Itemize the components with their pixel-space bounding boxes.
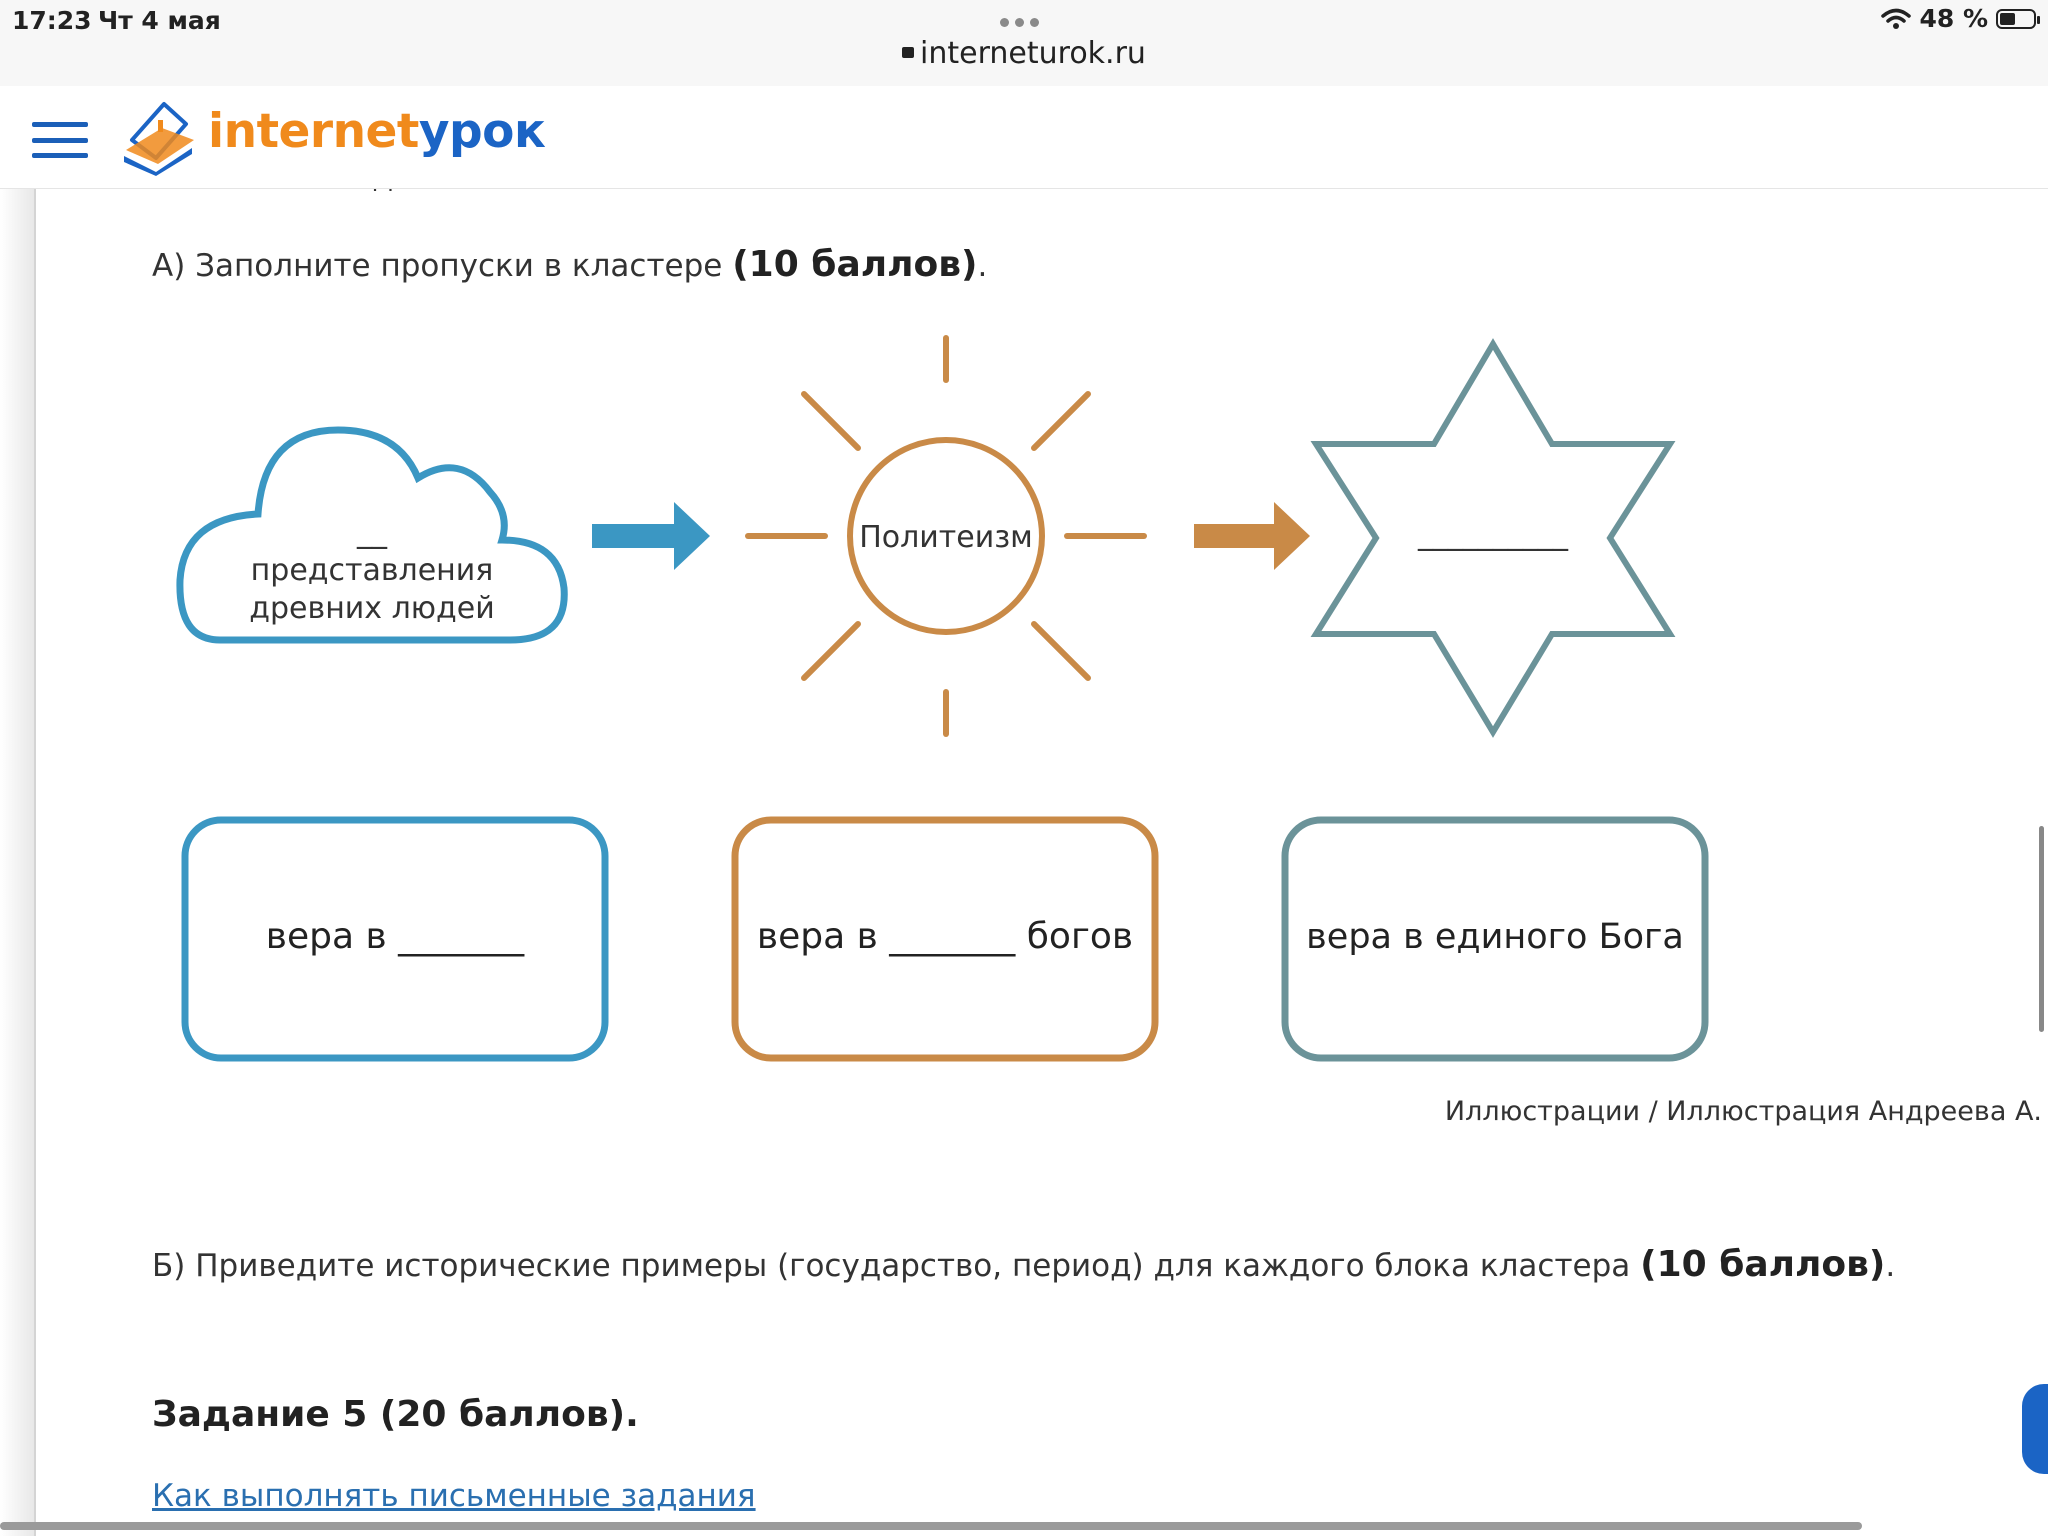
sun-label: Политеизм xyxy=(859,520,1033,555)
star-shape xyxy=(1310,338,1676,738)
box-orange-text: вера в _______ богов xyxy=(757,916,1133,957)
task-b-points: (10 баллов) xyxy=(1640,1244,1886,1285)
box-orange xyxy=(731,816,1159,1062)
vertical-scrollbar[interactable] xyxy=(2039,826,2044,1032)
site-header: internetурок xyxy=(0,86,2048,189)
battery-percent: 48 % xyxy=(1919,4,1988,33)
logo-icon[interactable] xyxy=(120,100,200,176)
star-blank: __________ xyxy=(1417,517,1569,552)
more-dots-icon[interactable] xyxy=(1000,18,1039,27)
status-time: 17:23 xyxy=(12,6,92,35)
status-bar: 17:23 Чт 4 мая interneturok.ru 48 % xyxy=(0,0,2048,87)
sun-shape xyxy=(745,335,1147,737)
cloud-label-line2: древних людей xyxy=(249,591,494,626)
box-teal xyxy=(1281,816,1709,1062)
cloud-blank: __ xyxy=(356,515,388,550)
menu-icon[interactable] xyxy=(32,122,88,158)
logo-text[interactable]: internetурок xyxy=(208,104,546,159)
status-right: 48 % xyxy=(1881,4,2040,33)
address-bar[interactable]: interneturok.ru xyxy=(0,36,2048,71)
task-a-text: А) Заполните пропуски в кластере (10 бал… xyxy=(152,244,988,285)
lock-icon xyxy=(902,47,915,58)
cluster-diagram: __ представления древних людей Политеизм… xyxy=(176,335,1709,1062)
arrow-right-icon xyxy=(592,502,710,570)
task5-heading: Задание 5 (20 баллов). xyxy=(152,1394,639,1435)
box-teal-text: вера в единого Бога xyxy=(1306,917,1684,957)
illustration-caption: Иллюстрации / Иллюстрация Андреева А. xyxy=(1444,1096,2042,1127)
task-a-points: (10 баллов) xyxy=(732,244,978,285)
status-date: Чт 4 мая xyxy=(98,6,221,35)
box-blue xyxy=(181,816,609,1062)
cloud-shape xyxy=(176,426,568,644)
floating-action-button[interactable] xyxy=(2022,1384,2048,1474)
page-left-edge xyxy=(0,188,36,1536)
help-link[interactable]: Как выполнять письменные задания xyxy=(152,1478,756,1514)
battery-icon xyxy=(1996,8,2040,29)
task-b-text: Б) Приведите исторические примеры (госуд… xyxy=(152,1244,1896,1285)
cloud-label-line1: представления xyxy=(251,553,494,588)
box-blue-text: вера в _______ xyxy=(266,916,525,957)
horizontal-scrollbar[interactable] xyxy=(0,1522,1862,1530)
url-text: interneturok.ru xyxy=(920,36,1146,71)
wifi-icon xyxy=(1881,8,1912,29)
arrow-right-icon xyxy=(1194,502,1310,570)
